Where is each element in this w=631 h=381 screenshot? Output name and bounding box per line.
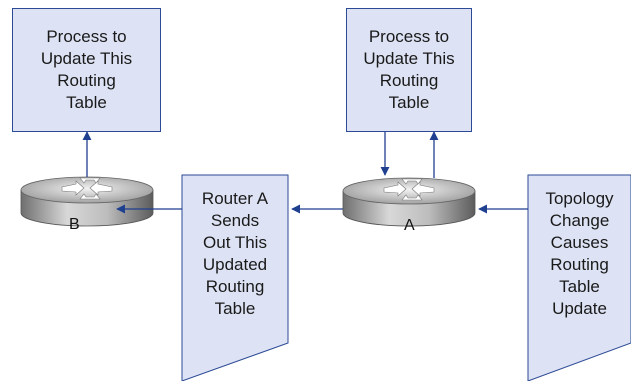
router-a-icon: A (342, 177, 476, 234)
send-box-shape (181, 174, 289, 381)
process-box-left-line: Table (66, 93, 107, 112)
topology-box-line: Routing (550, 255, 609, 274)
topology-box-shape (527, 174, 631, 381)
router-a-label: A (404, 217, 415, 234)
process-box-right-line: Update This (363, 49, 455, 68)
topology-box-line: Table (559, 277, 600, 296)
send-box-line: Table (214, 299, 256, 318)
topology-box-line: Topology (545, 189, 614, 208)
send-box-line: Updated (202, 255, 268, 274)
router-b-icon: B (20, 176, 154, 233)
topology-box-text: Topology Change Causes Routing Table Upd… (528, 188, 631, 320)
process-box-left-line: Process to (46, 27, 127, 46)
router-b-label: B (69, 216, 80, 233)
topology-box-line: Causes (550, 233, 609, 252)
send-box-line: Out This (203, 233, 267, 252)
send-box-line: Sends (210, 211, 260, 230)
send-box-line: Routing (205, 277, 265, 296)
process-box-right-line: Process to (368, 27, 450, 46)
process-box-left: Process to Update This Routing Table (12, 8, 161, 132)
send-box-line: Router A (201, 189, 269, 208)
process-box-left-line: Routing (57, 71, 116, 90)
process-box-left-line: Update This (40, 49, 133, 68)
topology-box-line: Update (552, 299, 607, 318)
process-box-right-line: Routing (379, 71, 439, 90)
process-box-right: Process to Update This Routing Table (346, 8, 472, 132)
send-box-text: Router A Sends Out This Updated Routing … (182, 188, 288, 320)
topology-box-line: Change (549, 211, 610, 230)
process-box-right-line: Table (388, 93, 430, 112)
